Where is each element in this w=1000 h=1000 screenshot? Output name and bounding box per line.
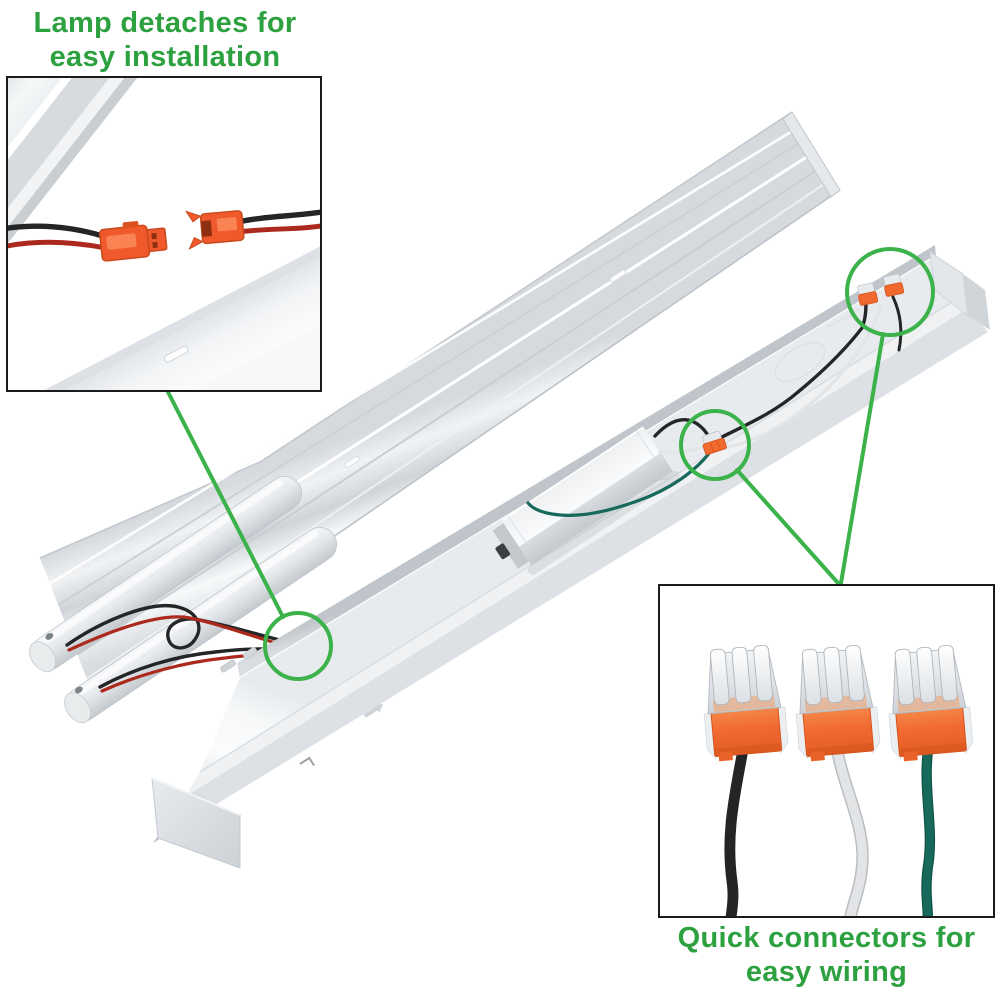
quick-connector-end bbox=[883, 273, 905, 297]
hanging-tab bbox=[242, 647, 258, 659]
lamp-bar-body bbox=[40, 112, 840, 700]
knockout-circle bbox=[774, 342, 826, 382]
mounting-slot bbox=[344, 456, 360, 468]
inset-lamp-connector-photo bbox=[8, 78, 320, 390]
inset-quick-connectors-photo bbox=[703, 644, 974, 916]
channel-far-wall bbox=[237, 245, 936, 678]
lever-connector-row bbox=[703, 644, 974, 762]
caption-quick-connectors-line2: easy wiring bbox=[745, 956, 908, 988]
callout-inset-lamp-connector bbox=[6, 76, 322, 392]
lever-connector bbox=[888, 644, 974, 762]
caption-lamp-detach-line2: easy installation bbox=[49, 41, 281, 73]
caption-quick-connectors: Quick connectors for easy wiring bbox=[653, 921, 1000, 989]
caption-lamp-detach-line1: Lamp detaches for bbox=[33, 7, 297, 39]
lamp-bar bbox=[29, 111, 841, 724]
channel-rail-closeup bbox=[10, 209, 320, 390]
jst-plug-male bbox=[99, 221, 168, 262]
driver-wire-clip bbox=[495, 543, 511, 560]
lever-connector bbox=[795, 644, 881, 762]
callout-circle-end-connector bbox=[845, 247, 935, 337]
mounting-slot bbox=[609, 269, 627, 283]
lever-connector bbox=[703, 644, 789, 762]
quick-connector-mid bbox=[702, 430, 727, 455]
callouts bbox=[166, 247, 935, 681]
callout-circle-mid-connector bbox=[679, 409, 751, 481]
wire-exit-hole bbox=[45, 632, 54, 640]
led-driver bbox=[492, 426, 680, 575]
keyhole-slot bbox=[299, 756, 315, 767]
channel-near-flange bbox=[185, 296, 968, 797]
jst-plug-female bbox=[184, 210, 245, 250]
closeup-wires bbox=[8, 209, 320, 251]
wire-exit-hole bbox=[74, 686, 83, 694]
arrow-emboss bbox=[363, 704, 384, 718]
caption-lamp-detach: Lamp detaches for easy installation bbox=[0, 6, 330, 74]
quick-connector-end bbox=[857, 282, 879, 306]
callout-line-lamp-connector bbox=[166, 390, 285, 619]
channel-near-wall bbox=[153, 308, 988, 843]
mounting-channel bbox=[151, 245, 990, 869]
channel-wires bbox=[526, 295, 903, 517]
callout-inset-quick-connectors bbox=[658, 584, 995, 918]
connector-wires bbox=[724, 737, 936, 916]
callout-line-end-connector bbox=[839, 332, 885, 585]
hanging-tab bbox=[220, 659, 236, 673]
callout-circle-lamp-connector bbox=[263, 611, 333, 681]
mounting-slot bbox=[163, 345, 189, 363]
callout-line-mid-connector bbox=[735, 468, 840, 585]
caption-quick-connectors-line1: Quick connectors for bbox=[677, 922, 976, 954]
lamp-end-face bbox=[782, 111, 841, 198]
lamp-rail-closeup bbox=[8, 78, 236, 280]
